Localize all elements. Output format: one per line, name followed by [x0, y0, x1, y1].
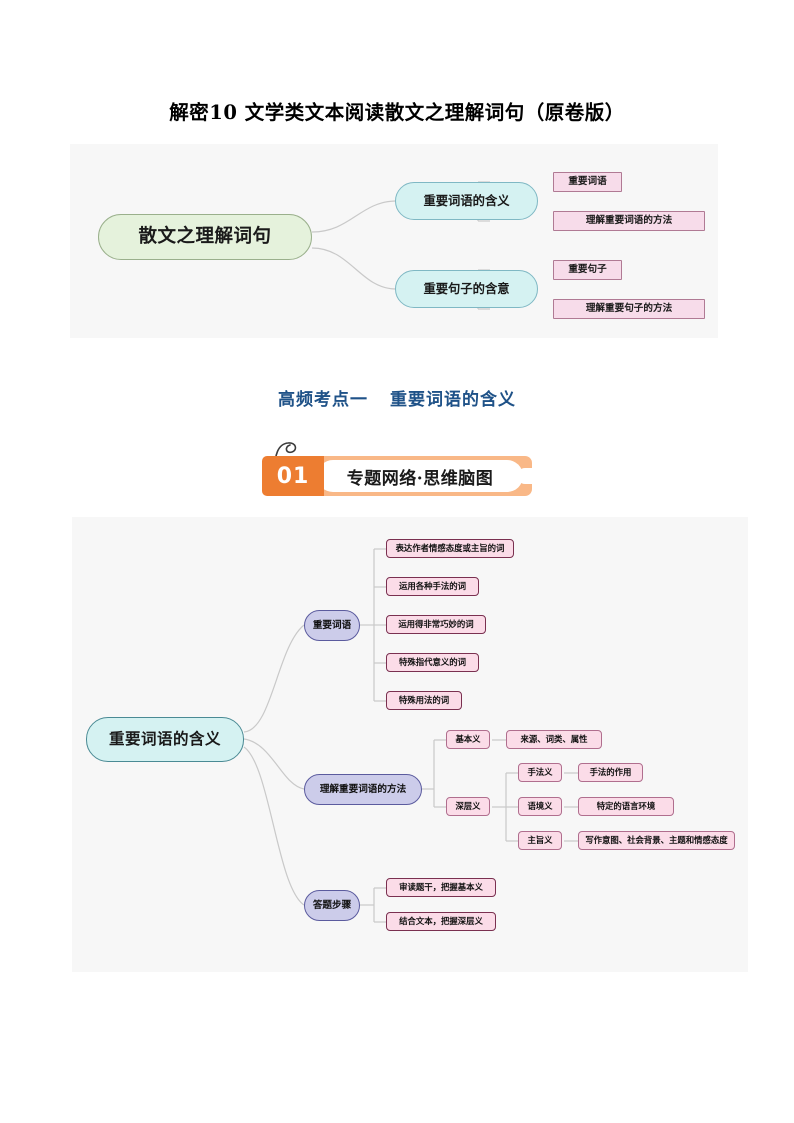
mindmap-detail-group-basic[interactable]: 基本义: [446, 730, 490, 749]
mindmap-detail-leaf-0-0[interactable]: 表达作者情感态度或主旨的词: [386, 539, 514, 558]
mindmap-detail-group-deep-detail-2[interactable]: 写作意图、社会背景、主题和情感态度: [578, 831, 735, 850]
mindmap-overview-leaf-1-1[interactable]: 理解重要句子的方法: [553, 299, 705, 319]
topic-badge: 专题网络·思维脑图 01: [262, 442, 532, 496]
mindmap-detail-group-basic-child-0[interactable]: 来源、词类、属性: [506, 730, 602, 749]
mindmap-detail-panel: 重要词语的含义 重要词语 表达作者情感态度或主旨的词 运用各种手法的词 运用得非…: [72, 517, 748, 972]
badge-inner-pill: 专题网络·思维脑图: [317, 460, 523, 492]
badge-number: 01: [276, 463, 310, 489]
badge-label: 专题网络·思维脑图: [346, 468, 494, 489]
mindmap-detail-leaf-0-2[interactable]: 运用得非常巧妙的词: [386, 615, 486, 634]
section-heading-prefix: 高频考点一: [278, 390, 368, 410]
mindmap-detail-group-deep-child-0[interactable]: 手法义: [518, 763, 562, 782]
section-heading: 高频考点一 重要词语的含义: [0, 385, 794, 410]
mindmap-overview-branch-0[interactable]: 重要词语的含义: [395, 182, 538, 220]
mindmap-detail-branch-methods[interactable]: 理解重要词语的方法: [304, 774, 422, 805]
mindmap-detail-connectors: [243, 548, 578, 923]
mindmap-detail-leaf-0-3[interactable]: 特殊指代意义的词: [386, 653, 479, 672]
mindmap-detail-group-deep-child-1[interactable]: 语境义: [518, 797, 562, 816]
mindmap-detail-group-deep[interactable]: 深层义: [446, 797, 490, 816]
mindmap-detail-root[interactable]: 重要词语的含义: [86, 717, 244, 762]
mindmap-detail-group-deep-detail-0[interactable]: 手法的作用: [578, 763, 643, 782]
page-title: 解密10 文学类文本阅读散文之理解词句（原卷版）: [169, 101, 625, 124]
badge-number-block: 01: [262, 456, 324, 496]
mindmap-detail-group-deep-child-2[interactable]: 主旨义: [518, 831, 562, 850]
section-heading-name: 重要词语的含义: [390, 390, 516, 410]
mindmap-overview-leaf-0-1[interactable]: 理解重要词语的方法: [553, 211, 705, 231]
mindmap-overview-root[interactable]: 散文之理解词句: [98, 214, 312, 260]
mindmap-detail-branch-important-words[interactable]: 重要词语: [304, 610, 360, 641]
mindmap-overview-leaf-1-0[interactable]: 重要句子: [553, 260, 622, 280]
mindmap-overview-panel: 散文之理解词句 重要词语的含义 重要句子的含意 重要词语 理解重要词语的方法 重…: [70, 144, 718, 338]
mindmap-detail-leaf-0-1[interactable]: 运用各种手法的词: [386, 577, 479, 596]
mindmap-detail-leaf-2-1[interactable]: 结合文本，把握深层义: [386, 912, 496, 931]
mindmap-detail-leaf-2-0[interactable]: 审读题干，把握基本义: [386, 878, 496, 897]
swirl-decoration-icon: [274, 442, 297, 469]
badge-notch: [517, 468, 532, 484]
mindmap-detail-group-deep-detail-1[interactable]: 特定的语言环境: [578, 797, 674, 816]
mindmap-overview-branch-1[interactable]: 重要句子的含意: [395, 270, 538, 308]
mindmap-detail-branch-steps[interactable]: 答题步骤: [304, 890, 360, 921]
mindmap-overview-leaf-0-0[interactable]: 重要词语: [553, 172, 622, 192]
mindmap-detail-leaf-0-4[interactable]: 特殊用法的词: [386, 691, 462, 710]
